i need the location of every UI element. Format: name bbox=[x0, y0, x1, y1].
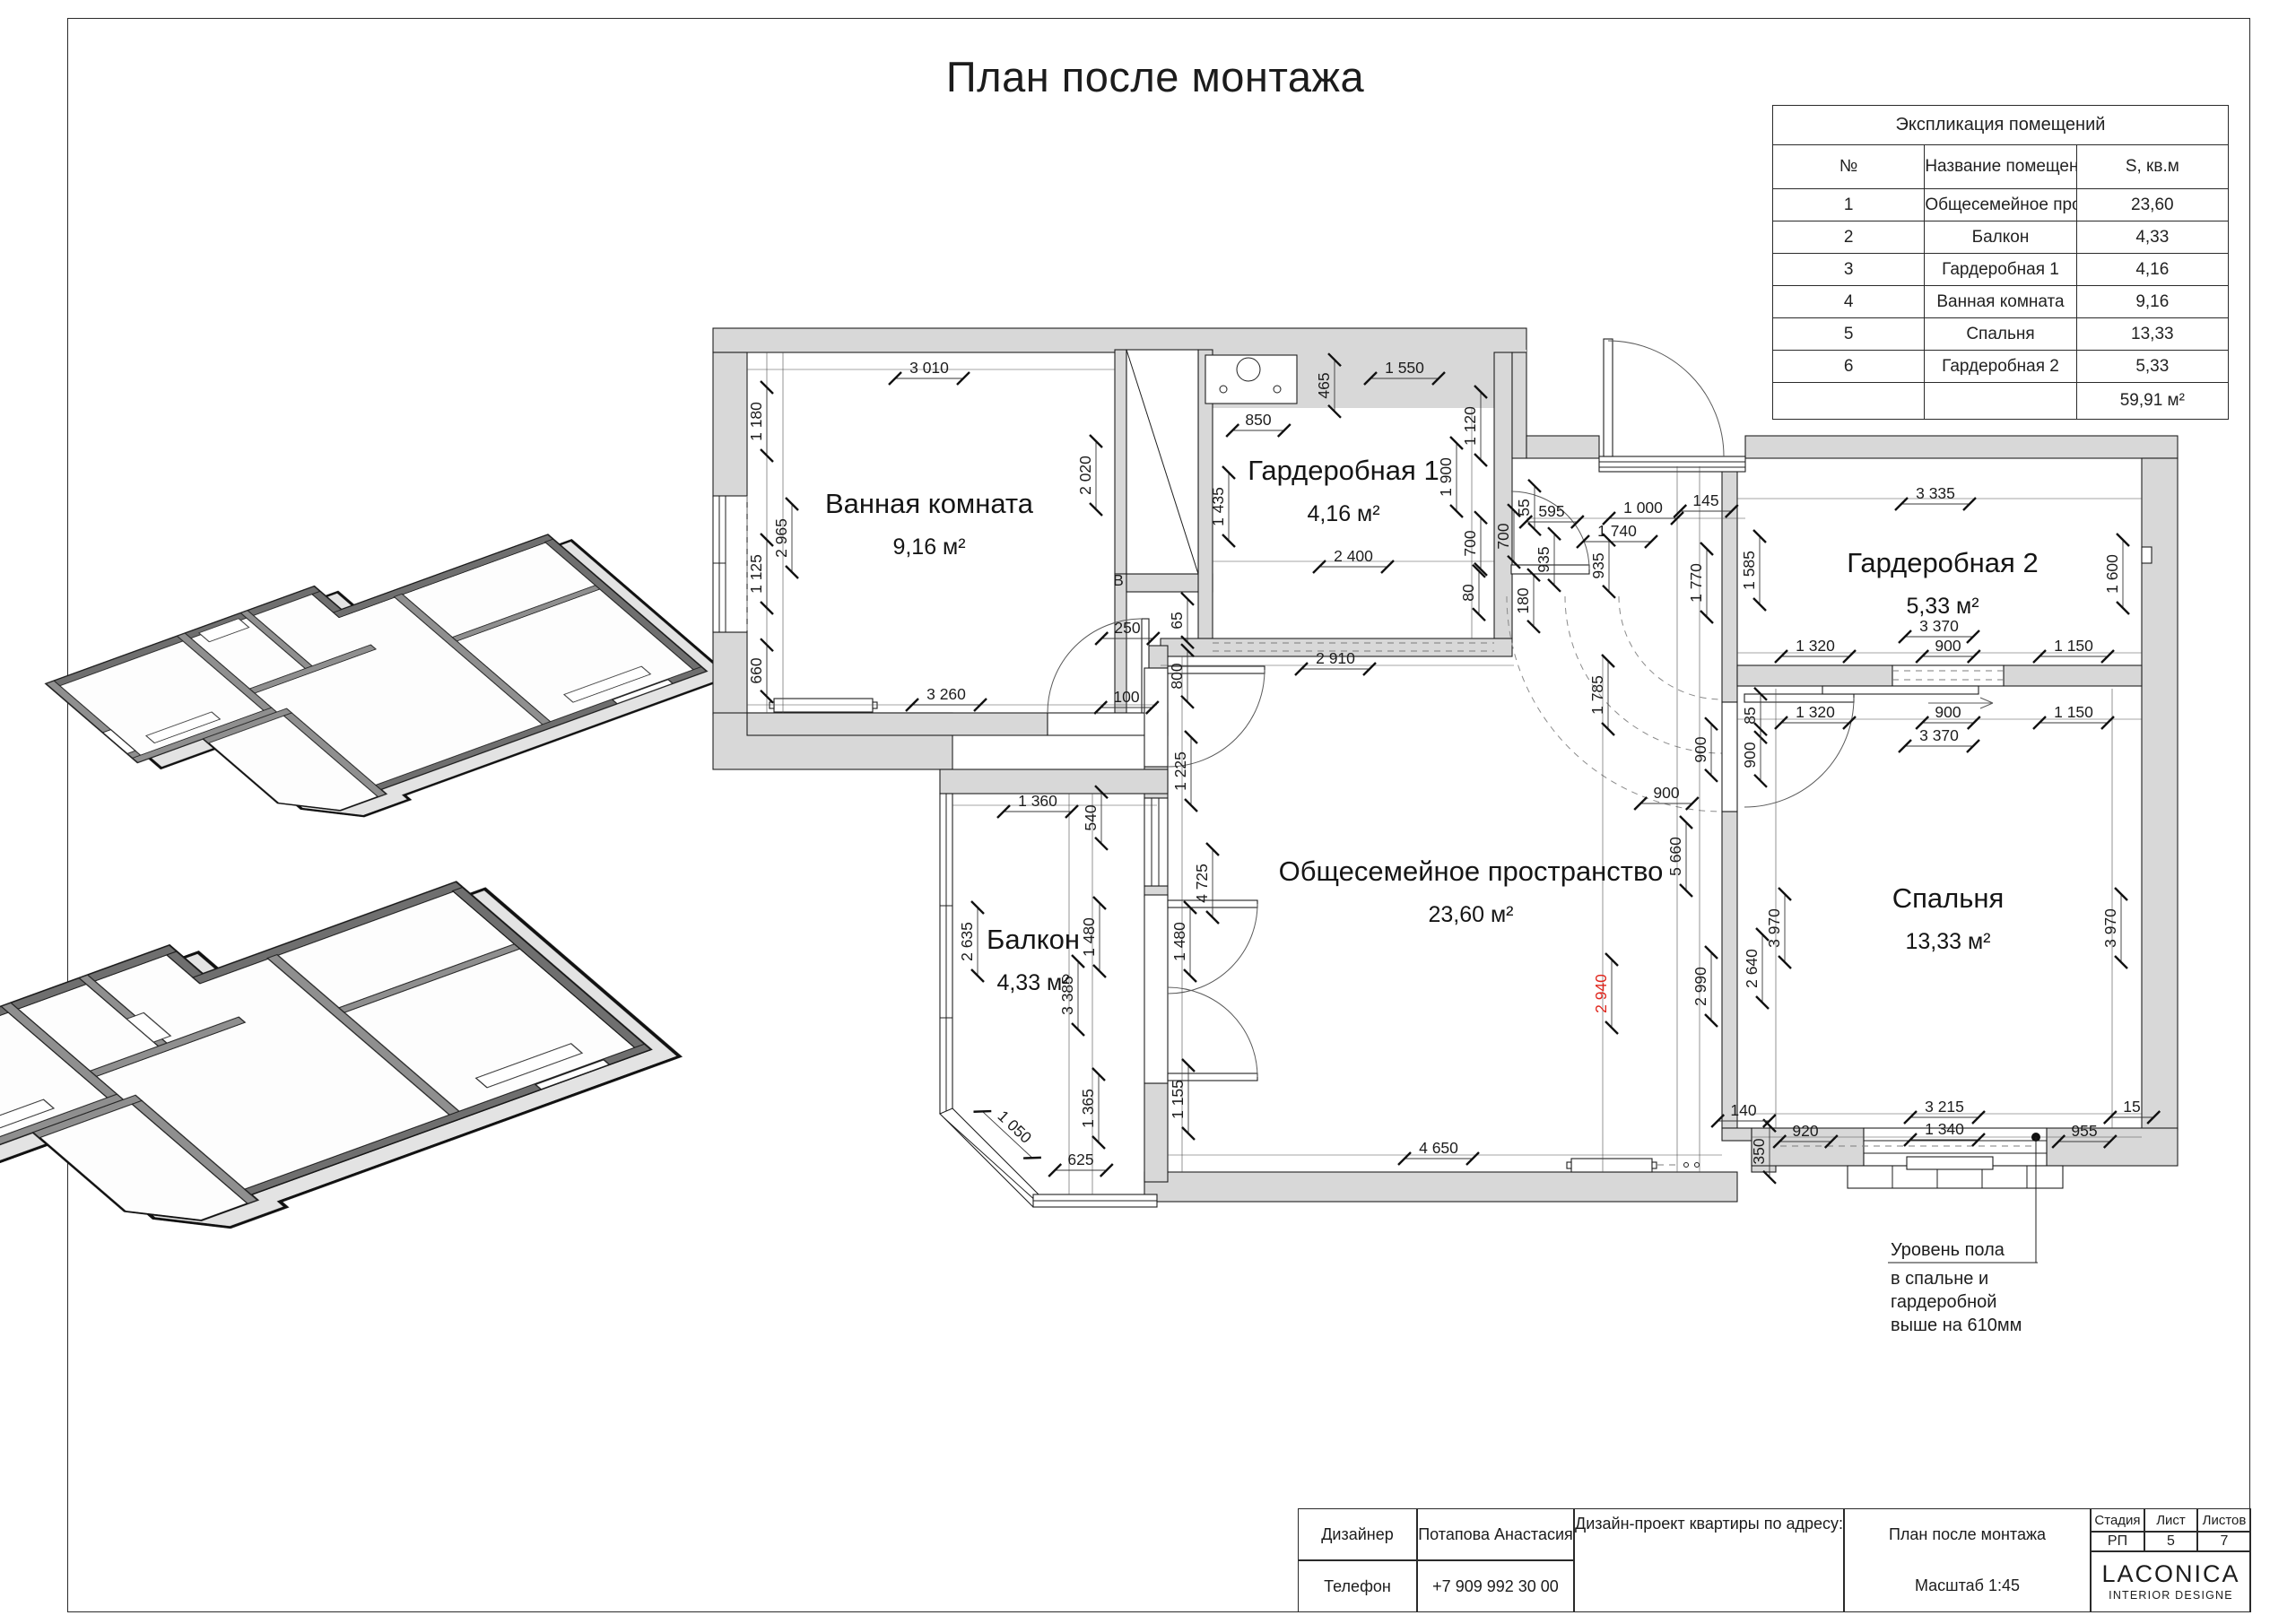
brand-subtitle: INTERIOR DESIGNE bbox=[2109, 1589, 2233, 1602]
sheet-value-cell: 5 bbox=[2144, 1532, 2197, 1551]
phone-label-cell: Телефон bbox=[1298, 1560, 1417, 1612]
sheet-scale: Масштаб 1:45 bbox=[1914, 1576, 2021, 1594]
title-block: Дизайнер Телефон Потапова Анастасия +7 9… bbox=[1298, 1508, 2251, 1612]
phone-number-cell: +7 909 992 30 00 bbox=[1417, 1560, 1574, 1612]
project-cell: Дизайн-проект квартиры по адресу: bbox=[1574, 1508, 1844, 1612]
brand-logo: LACONICA bbox=[2101, 1560, 2240, 1587]
schedule-col-num: № bbox=[1771, 144, 1926, 189]
designer-name-cell: Потапова Анастасия bbox=[1417, 1508, 1574, 1560]
schedule-title: Экспликация помещений bbox=[1772, 105, 2229, 145]
room-schedule-table: Экспликация помещений № Название помещен… bbox=[1771, 105, 2230, 420]
sheets-value-cell: 7 bbox=[2197, 1532, 2251, 1551]
page-title: План после монтажа bbox=[945, 53, 1365, 100]
schedule-col-area: S, кв.м bbox=[2075, 144, 2230, 189]
designer-label-cell: Дизайнер bbox=[1298, 1508, 1417, 1560]
table-total-row: 59,91 м² bbox=[1771, 382, 2230, 420]
schedule-col-name: Название помещения bbox=[1924, 144, 2077, 189]
sheet-title-cell: План после монтажа Масштаб 1:45 bbox=[1844, 1508, 2091, 1612]
sheets-label-cell: Листов bbox=[2197, 1508, 2251, 1532]
axonometric-view-upper bbox=[44, 503, 752, 864]
sheet-title: План после монтажа bbox=[1888, 1525, 2047, 1543]
stage-value-cell: РП bbox=[2091, 1532, 2144, 1551]
sheet-label-cell: Лист bbox=[2144, 1508, 2197, 1532]
brand-cell: LACONICA INTERIOR DESIGNE bbox=[2091, 1551, 2251, 1612]
stage-label-cell: Стадия bbox=[2091, 1508, 2144, 1532]
sheet-border bbox=[67, 18, 2250, 1612]
axonometric-view-lower bbox=[0, 844, 707, 1287]
